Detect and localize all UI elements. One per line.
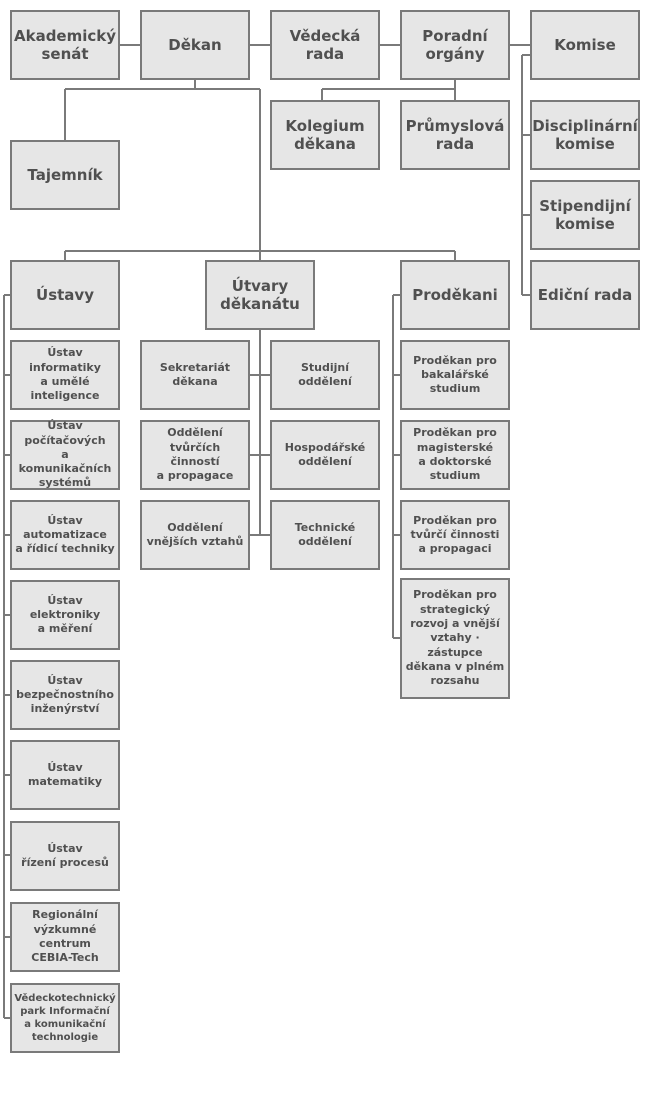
box-utvar: Studijní oddělení [270,340,380,410]
box-disciplinarni-komise: Disciplinární komise [530,100,640,170]
box-poradni-organy: Poradní orgány [400,10,510,80]
box-ustav: Ústav informatiky a umělé inteligence [10,340,120,410]
box-dekan: Děkan [140,10,250,80]
box-vedecka-rada: Vědecká rada [270,10,380,80]
box-kolegium-dekana: Kolegium děkana [270,100,380,170]
box-utvary-dekanatu: Útvary děkanátu [205,260,315,330]
box-stipendijni-komise: Stipendijní komise [530,180,640,250]
box-ustav: Ústav matematiky [10,740,120,810]
box-prodekan: Proděkan pro bakalářské studium [400,340,510,410]
box-prumyslova-rada: Průmyslová rada [400,100,510,170]
box-tajemnik: Tajemník [10,140,120,210]
box-prodekan: Proděkan pro strategický rozvoj a vnější… [400,578,510,699]
box-ustav: Ústav bezpečnostního inženýrství [10,660,120,730]
box-ustav: Ústav automatizace a řídicí techniky [10,500,120,570]
box-komise: Komise [530,10,640,80]
box-ustav: Ústav počítačových a komunikačních systé… [10,419,120,490]
box-utvar: Hospodářské oddělení [270,420,380,490]
box-prodekan: Proděkan pro tvůrčí činnosti a propagaci [400,500,510,570]
box-ustav: Vědeckotechnický park Informační a komun… [10,983,120,1053]
box-akademicky-senat: Akademický senát [10,10,120,80]
box-prodekan: Proděkan pro magisterské a doktorské stu… [400,420,510,490]
box-prodekani: Proděkani [400,260,510,330]
box-utvar: Technické oddělení [270,500,380,570]
box-edicni-rada: Ediční rada [530,260,640,330]
box-utvar: Oddělení tvůrčích činností a propagace [140,420,250,490]
box-ustav: Ústav elektroniky a měření [10,580,120,650]
box-utvar: Sekretariát děkana [140,340,250,410]
box-ustav: Ústav řízení procesů [10,821,120,891]
box-ustavy: Ústavy [10,260,120,330]
box-utvar: Oddělení vnějších vztahů [140,500,250,570]
box-ustav: Regionální výzkumné centrum CEBIA-Tech [10,902,120,972]
